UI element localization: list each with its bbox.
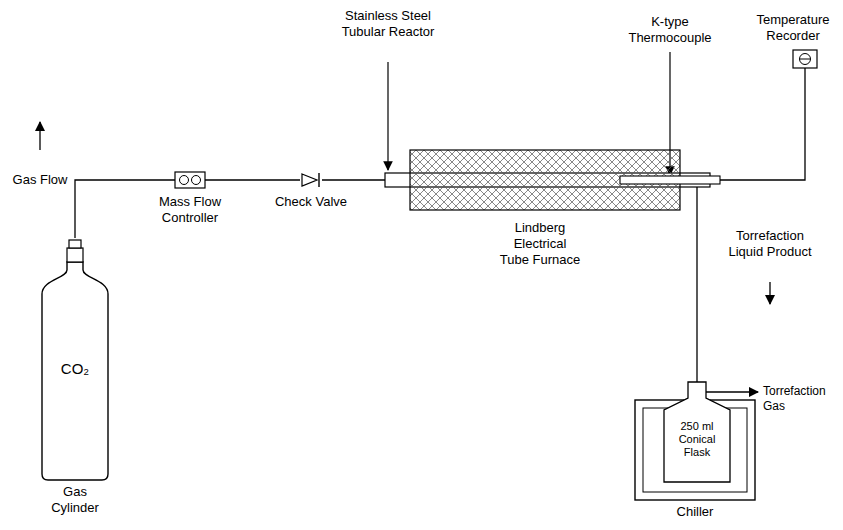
conical-flask: 250 ml Conical Flask xyxy=(664,382,730,482)
gas-cylinder: CO₂Gas Cylinder xyxy=(42,238,108,480)
part-label: 250 ml Conical Flask xyxy=(667,420,727,459)
gas-formula: CO₂ xyxy=(42,360,108,378)
tube-furnace: Lindberg Electrical Tube Furnace xyxy=(400,150,680,210)
part-label: Chiller xyxy=(635,504,755,520)
part-label: K-type Thermocouple xyxy=(615,14,725,46)
temperature-recorder-outline xyxy=(793,50,817,68)
part-label: Gas Cylinder xyxy=(38,484,112,516)
gas-out-arrow xyxy=(706,391,758,392)
part-label: Temperature Recorder xyxy=(743,12,843,44)
product-label: Torrefaction Gas xyxy=(763,384,839,414)
gas-flow-arrow xyxy=(39,122,40,150)
pipe-line xyxy=(205,179,300,180)
pipe-line xyxy=(720,68,805,180)
tube-furnace-outline xyxy=(400,150,680,210)
mass-flow-controller: Mass Flow Controller xyxy=(175,172,205,188)
temperature-recorder: Temperature Recorder xyxy=(793,50,817,68)
gas-cylinder-outline xyxy=(42,238,108,480)
product-label: Torrefaction Liquid Product xyxy=(720,228,820,260)
part-label: Stainless Steel Tubular Reactor xyxy=(333,8,443,40)
reactor-leader xyxy=(387,62,388,170)
part-label: Check Valve xyxy=(261,194,361,210)
flow-label: Gas Flow xyxy=(10,172,70,188)
pipe-line xyxy=(696,187,697,382)
check-valve-outline xyxy=(300,172,322,188)
liquid-arrow xyxy=(769,282,770,304)
part-label: Mass Flow Controller xyxy=(145,194,235,226)
part-label: Lindberg Electrical Tube Furnace xyxy=(498,220,582,268)
chiller: 250 ml Conical FlaskChiller xyxy=(635,400,755,500)
check-valve: Check Valve xyxy=(300,172,322,188)
mass-flow-controller-outline xyxy=(175,172,205,188)
